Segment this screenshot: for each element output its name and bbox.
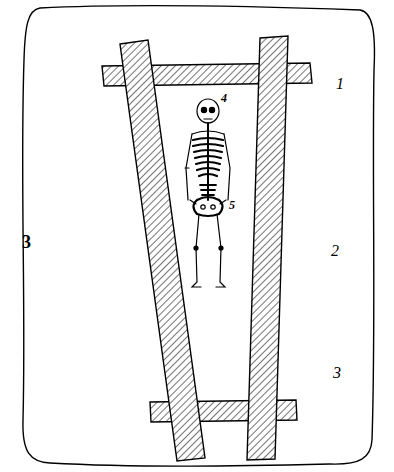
callout-number: 3 bbox=[333, 365, 341, 381]
callout-number: 3 bbox=[22, 233, 31, 251]
left-plank-hatch bbox=[120, 40, 205, 461]
left-plank bbox=[120, 40, 205, 461]
grave-outline bbox=[23, 6, 375, 466]
callout-number: 4 bbox=[221, 92, 227, 104]
callout-number: 2 bbox=[331, 243, 339, 259]
right-plank bbox=[247, 36, 288, 460]
right-plank-hatch bbox=[247, 36, 288, 460]
callout-number: 5 bbox=[229, 199, 235, 211]
callout-number: 1 bbox=[336, 76, 344, 92]
skeleton bbox=[185, 99, 230, 287]
